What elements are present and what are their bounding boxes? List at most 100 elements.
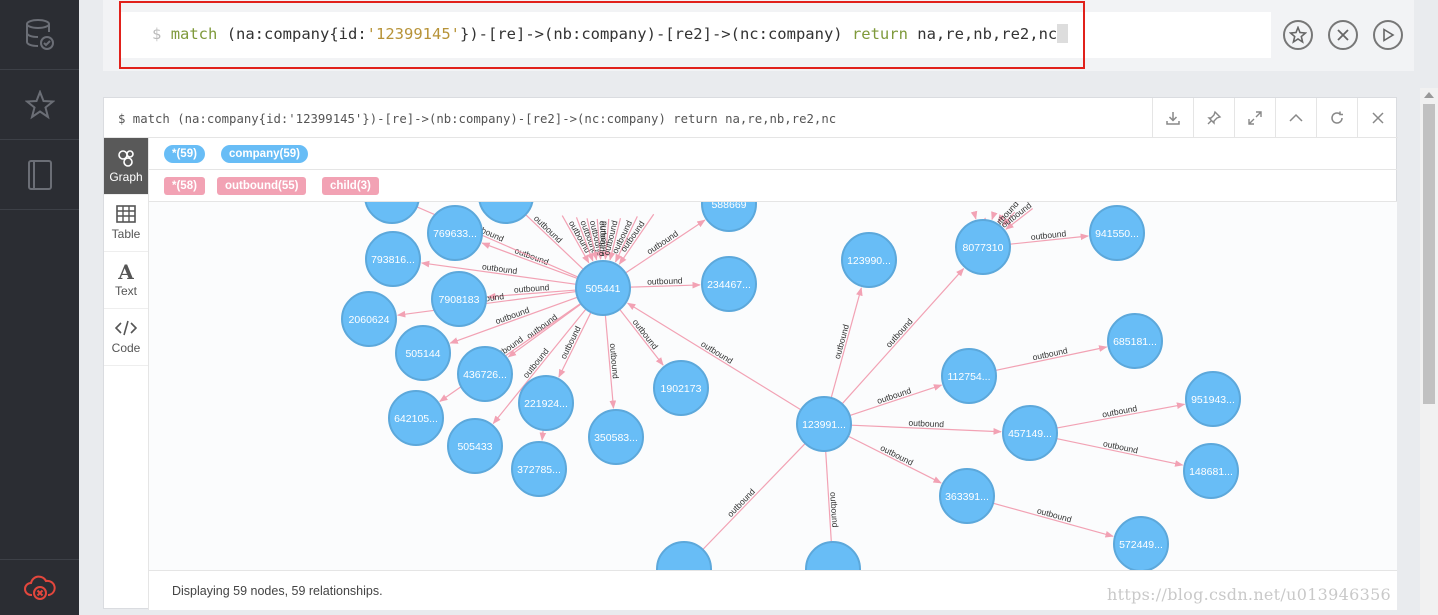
favorite-button[interactable] xyxy=(1283,20,1313,50)
relationship-edge[interactable] xyxy=(396,290,577,318)
graph-node[interactable]: 8077310 xyxy=(955,219,1011,275)
graph-node[interactable]: 372785... xyxy=(511,441,567,497)
graph-node-offscreen[interactable] xyxy=(364,202,420,224)
graph-node-circle[interactable] xyxy=(1107,313,1163,369)
tab-table[interactable]: Table xyxy=(104,195,148,252)
relationship-edge[interactable] xyxy=(841,267,965,405)
graph-node-circle[interactable] xyxy=(1002,405,1058,461)
query-input[interactable]: $ match (na:company{id:'12399145'})-[re]… xyxy=(152,24,1069,43)
graph-node[interactable]: 685181... xyxy=(1107,313,1163,369)
pin-button[interactable] xyxy=(1193,98,1234,138)
relationship-edge[interactable] xyxy=(420,260,577,285)
graph-node[interactable]: 505144 xyxy=(395,325,451,381)
graph-node[interactable]: 363391... xyxy=(939,468,995,524)
graph-node[interactable]: 234467... xyxy=(701,256,757,312)
graph-node-circle[interactable] xyxy=(457,346,513,402)
graph-node[interactable]: 7908183 xyxy=(431,271,487,327)
graph-node-circle[interactable] xyxy=(431,271,487,327)
relationship-edge[interactable] xyxy=(992,502,1114,538)
graph-node-circle[interactable] xyxy=(1185,371,1241,427)
download-button[interactable] xyxy=(1152,98,1193,138)
relationship-edge[interactable] xyxy=(604,314,617,409)
graph-node-offscreen[interactable] xyxy=(478,202,534,224)
relationship-edge[interactable] xyxy=(575,217,594,262)
graph-node-circle[interactable] xyxy=(1089,205,1145,261)
tab-graph[interactable]: Graph xyxy=(104,138,148,195)
expand-button[interactable] xyxy=(1234,98,1275,138)
graph-node[interactable]: 112754... xyxy=(941,348,997,404)
graph-node-circle[interactable] xyxy=(427,205,483,261)
relationship-edge[interactable] xyxy=(991,211,998,221)
graph-node[interactable]: 436726... xyxy=(457,346,513,402)
relationship-edge[interactable] xyxy=(558,311,592,378)
relationship-edge[interactable] xyxy=(391,202,579,278)
graph-node-circle[interactable] xyxy=(365,231,421,287)
graph-node-offscreen[interactable] xyxy=(656,541,712,570)
graph-node-circle[interactable] xyxy=(1113,516,1169,570)
graph-node-circle[interactable] xyxy=(575,260,631,316)
scroll-up-arrow-icon[interactable] xyxy=(1424,92,1434,98)
relationship-edge[interactable] xyxy=(492,308,587,425)
graph-node[interactable]: 941550... xyxy=(1089,205,1145,261)
graph-node-circle[interactable] xyxy=(796,396,852,452)
graph-node[interactable]: 588669 xyxy=(701,202,757,232)
graph-node-circle[interactable] xyxy=(447,418,503,474)
node-label-company[interactable]: company(59) xyxy=(221,145,308,163)
relationship-edge[interactable] xyxy=(1056,437,1184,467)
graph-node-circle[interactable] xyxy=(1183,443,1239,499)
relationship-edge[interactable] xyxy=(561,215,590,264)
relationship-edge[interactable] xyxy=(850,424,1002,435)
run-button[interactable] xyxy=(1373,20,1403,50)
relationship-edge[interactable] xyxy=(1056,402,1186,429)
rel-type-child[interactable]: child(3) xyxy=(322,177,379,195)
graph-node-offscreen[interactable] xyxy=(805,541,861,570)
relationship-edge[interactable] xyxy=(507,303,582,358)
relationship-edge[interactable] xyxy=(683,443,806,570)
relationship-edge[interactable] xyxy=(1001,211,1016,227)
relationship-edge[interactable] xyxy=(830,287,863,399)
frame-query-title[interactable]: $ match (na:company{id:'12399145'})-[re]… xyxy=(118,112,837,126)
graph-node[interactable]: 148681... xyxy=(1183,443,1239,499)
sidebar-item-connection-status[interactable] xyxy=(0,559,79,615)
relationship-edge[interactable] xyxy=(608,218,622,261)
sidebar-item-favorites[interactable] xyxy=(0,70,79,140)
graph-node[interactable]: 1902173 xyxy=(653,360,709,416)
graph-node-circle[interactable] xyxy=(653,360,709,416)
relationship-edge[interactable] xyxy=(481,242,578,280)
relationship-edge[interactable] xyxy=(449,296,578,344)
relationship-edge[interactable] xyxy=(626,302,802,411)
scrollbar-thumb[interactable] xyxy=(1423,104,1435,404)
graph-node-circle[interactable] xyxy=(511,441,567,497)
graph-node[interactable]: 123990... xyxy=(841,232,897,288)
tab-code[interactable]: Code xyxy=(104,309,148,366)
relationship-edge[interactable] xyxy=(1005,208,1034,230)
relationship-edge[interactable] xyxy=(539,429,547,441)
graph-node[interactable]: 505433 xyxy=(447,418,503,474)
rerun-button[interactable] xyxy=(1316,98,1357,138)
graph-node-circle[interactable] xyxy=(388,390,444,446)
relationship-edge[interactable] xyxy=(596,218,604,260)
rel-type-outbound[interactable]: outbound(55) xyxy=(217,177,307,195)
relationship-edge[interactable] xyxy=(849,384,943,417)
graph-node-circle[interactable] xyxy=(701,202,757,232)
node-label-all[interactable]: *(59) xyxy=(164,145,205,163)
graph-node-circle[interactable] xyxy=(518,375,574,431)
relationship-edge[interactable] xyxy=(629,281,701,289)
rel-type-all[interactable]: *(58) xyxy=(164,177,205,195)
graph-node-circle[interactable] xyxy=(395,325,451,381)
close-frame-button[interactable] xyxy=(1357,98,1398,138)
relationship-edge[interactable] xyxy=(997,214,1006,224)
relationship-edge[interactable] xyxy=(602,218,610,260)
clear-button[interactable] xyxy=(1328,20,1358,50)
graph-node[interactable]: 793816... xyxy=(365,231,421,287)
relationship-edge[interactable] xyxy=(1009,233,1089,245)
relationship-edge[interactable] xyxy=(586,218,599,261)
tab-text[interactable]: A Text xyxy=(104,252,148,309)
query-editor[interactable] xyxy=(121,12,1271,58)
graph-node-circle[interactable] xyxy=(341,291,397,347)
sidebar-item-documents[interactable] xyxy=(0,140,79,210)
relationship-edge[interactable] xyxy=(625,219,706,274)
graph-node-circle[interactable] xyxy=(701,256,757,312)
relationship-edge[interactable] xyxy=(619,308,664,366)
graph-node[interactable]: 457149... xyxy=(1002,405,1058,461)
